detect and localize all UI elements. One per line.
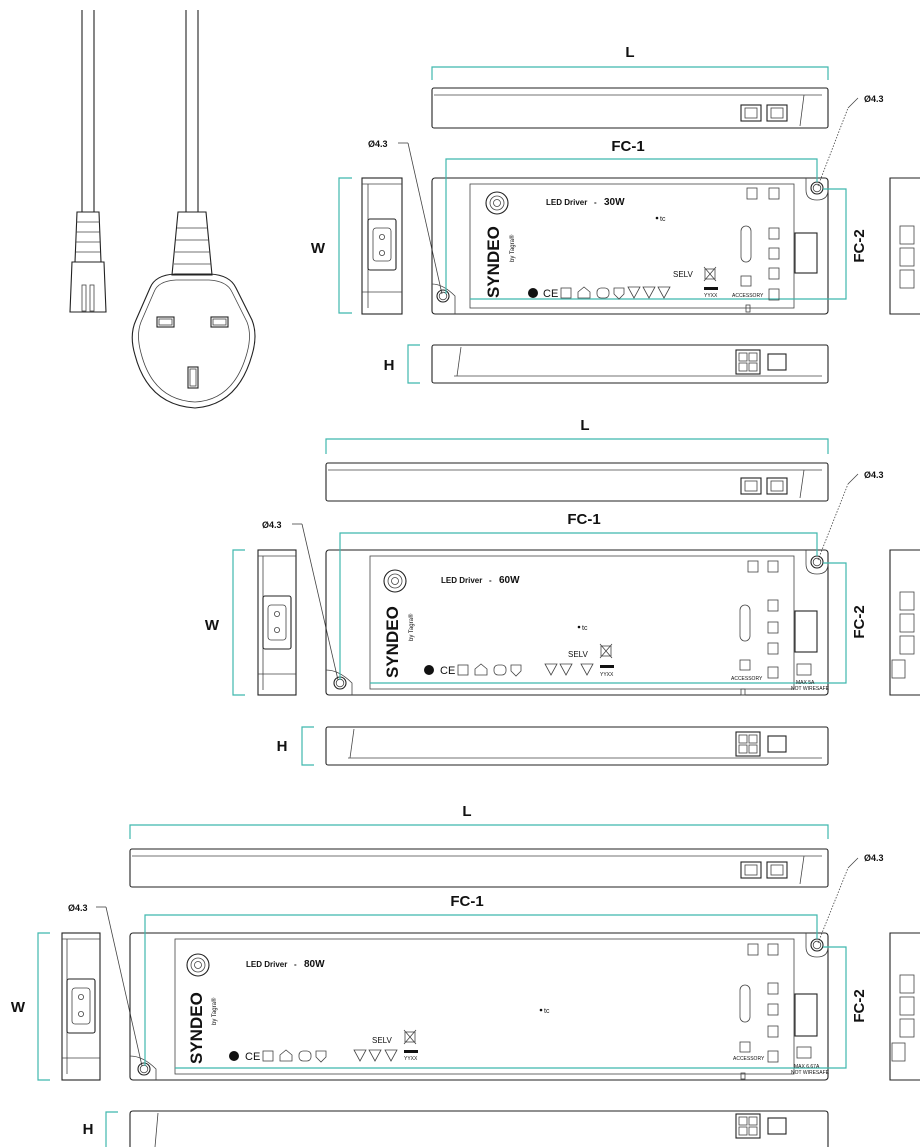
cable-2-label: FC-2 bbox=[851, 989, 868, 1022]
driver-label: LED Driver bbox=[246, 960, 287, 969]
driver-label: LED Driver bbox=[441, 576, 482, 585]
yyxx-label: YYXX bbox=[600, 672, 614, 678]
brand-logo-text: SYNDEO bbox=[484, 226, 503, 298]
cable-2-label: FC-2 bbox=[851, 229, 868, 262]
wattage-label: 80W bbox=[304, 959, 325, 970]
wattage-label: 30W bbox=[604, 197, 625, 208]
height-label: H bbox=[384, 357, 395, 374]
hole-diameter-label: Ø4.3 bbox=[368, 139, 388, 149]
brand-logo-text: SYNDEO bbox=[187, 992, 206, 1064]
hole-diameter-label: Ø4.3 bbox=[864, 470, 884, 480]
width-label: W bbox=[11, 999, 26, 1016]
selv-label: SELV bbox=[372, 1036, 393, 1045]
by-tagra-text: by Tagra® bbox=[408, 613, 415, 641]
hole-diameter-label: Ø4.3 bbox=[262, 520, 282, 530]
max-current-label: MAX 6.67A bbox=[794, 1064, 820, 1070]
tc-point-label: tc bbox=[660, 216, 666, 223]
tc-point-label: tc bbox=[544, 1008, 550, 1015]
accessory-label: ACCESSORY bbox=[731, 676, 763, 682]
yyxx-label: YYXX bbox=[704, 293, 718, 299]
cable-1-label: FC-1 bbox=[567, 511, 600, 528]
driver-60w-drawing: L Ø4.3 FC-1 Ø4.3 W FC-2 SYNDEO by Tagra® bbox=[205, 417, 920, 766]
hole-diameter-label: Ø4.3 bbox=[864, 853, 884, 863]
width-label: W bbox=[205, 617, 220, 634]
cable-2-label: FC-2 bbox=[851, 605, 868, 638]
width-label: W bbox=[311, 240, 326, 257]
length-label: L bbox=[580, 417, 589, 434]
by-tagra-text: by Tagra® bbox=[211, 997, 218, 1025]
wattage-label: 60W bbox=[499, 575, 520, 586]
length-label: L bbox=[462, 803, 471, 820]
height-label: H bbox=[83, 1121, 94, 1138]
separator: - bbox=[594, 198, 597, 207]
svg-text:CE: CE bbox=[543, 288, 558, 300]
driver-80w-drawing: L Ø4.3 FC-1 Ø4.3 W FC-2 SYNDEO by Tagra® bbox=[11, 803, 920, 1147]
length-label: L bbox=[625, 44, 634, 61]
hole-diameter-label: Ø4.3 bbox=[864, 94, 884, 104]
selv-label: SELV bbox=[673, 270, 694, 279]
brand-logo-text: SYNDEO bbox=[383, 606, 402, 678]
not-wiresafe-label: NOT WIRESAFE bbox=[791, 1070, 830, 1076]
driver-30w-drawing: L Ø4.3 FC-1 Ø4.3 W F bbox=[311, 44, 920, 384]
separator: - bbox=[294, 960, 297, 969]
accessory-label: ACCESSORY bbox=[732, 293, 764, 299]
svg-text:CE: CE bbox=[440, 665, 455, 677]
cable-1-label: FC-1 bbox=[450, 893, 483, 910]
yyxx-label: YYXX bbox=[404, 1056, 418, 1062]
height-label: H bbox=[277, 738, 288, 755]
max-current-label: MAX 5A bbox=[796, 680, 815, 686]
not-wiresafe-label: NOT WIRESAFE bbox=[791, 686, 830, 692]
tc-point-label: tc bbox=[582, 625, 588, 632]
separator: - bbox=[489, 576, 492, 585]
by-tagra-text: by Tagra® bbox=[509, 234, 516, 262]
cable-1-label: FC-1 bbox=[611, 138, 644, 155]
driver-label: LED Driver bbox=[546, 198, 587, 207]
svg-text:CE: CE bbox=[245, 1051, 260, 1063]
hole-diameter-label: Ø4.3 bbox=[68, 903, 88, 913]
power-cable-plug-illustration bbox=[69, 10, 256, 409]
accessory-label: ACCESSORY bbox=[733, 1056, 765, 1062]
selv-label: SELV bbox=[568, 650, 589, 659]
